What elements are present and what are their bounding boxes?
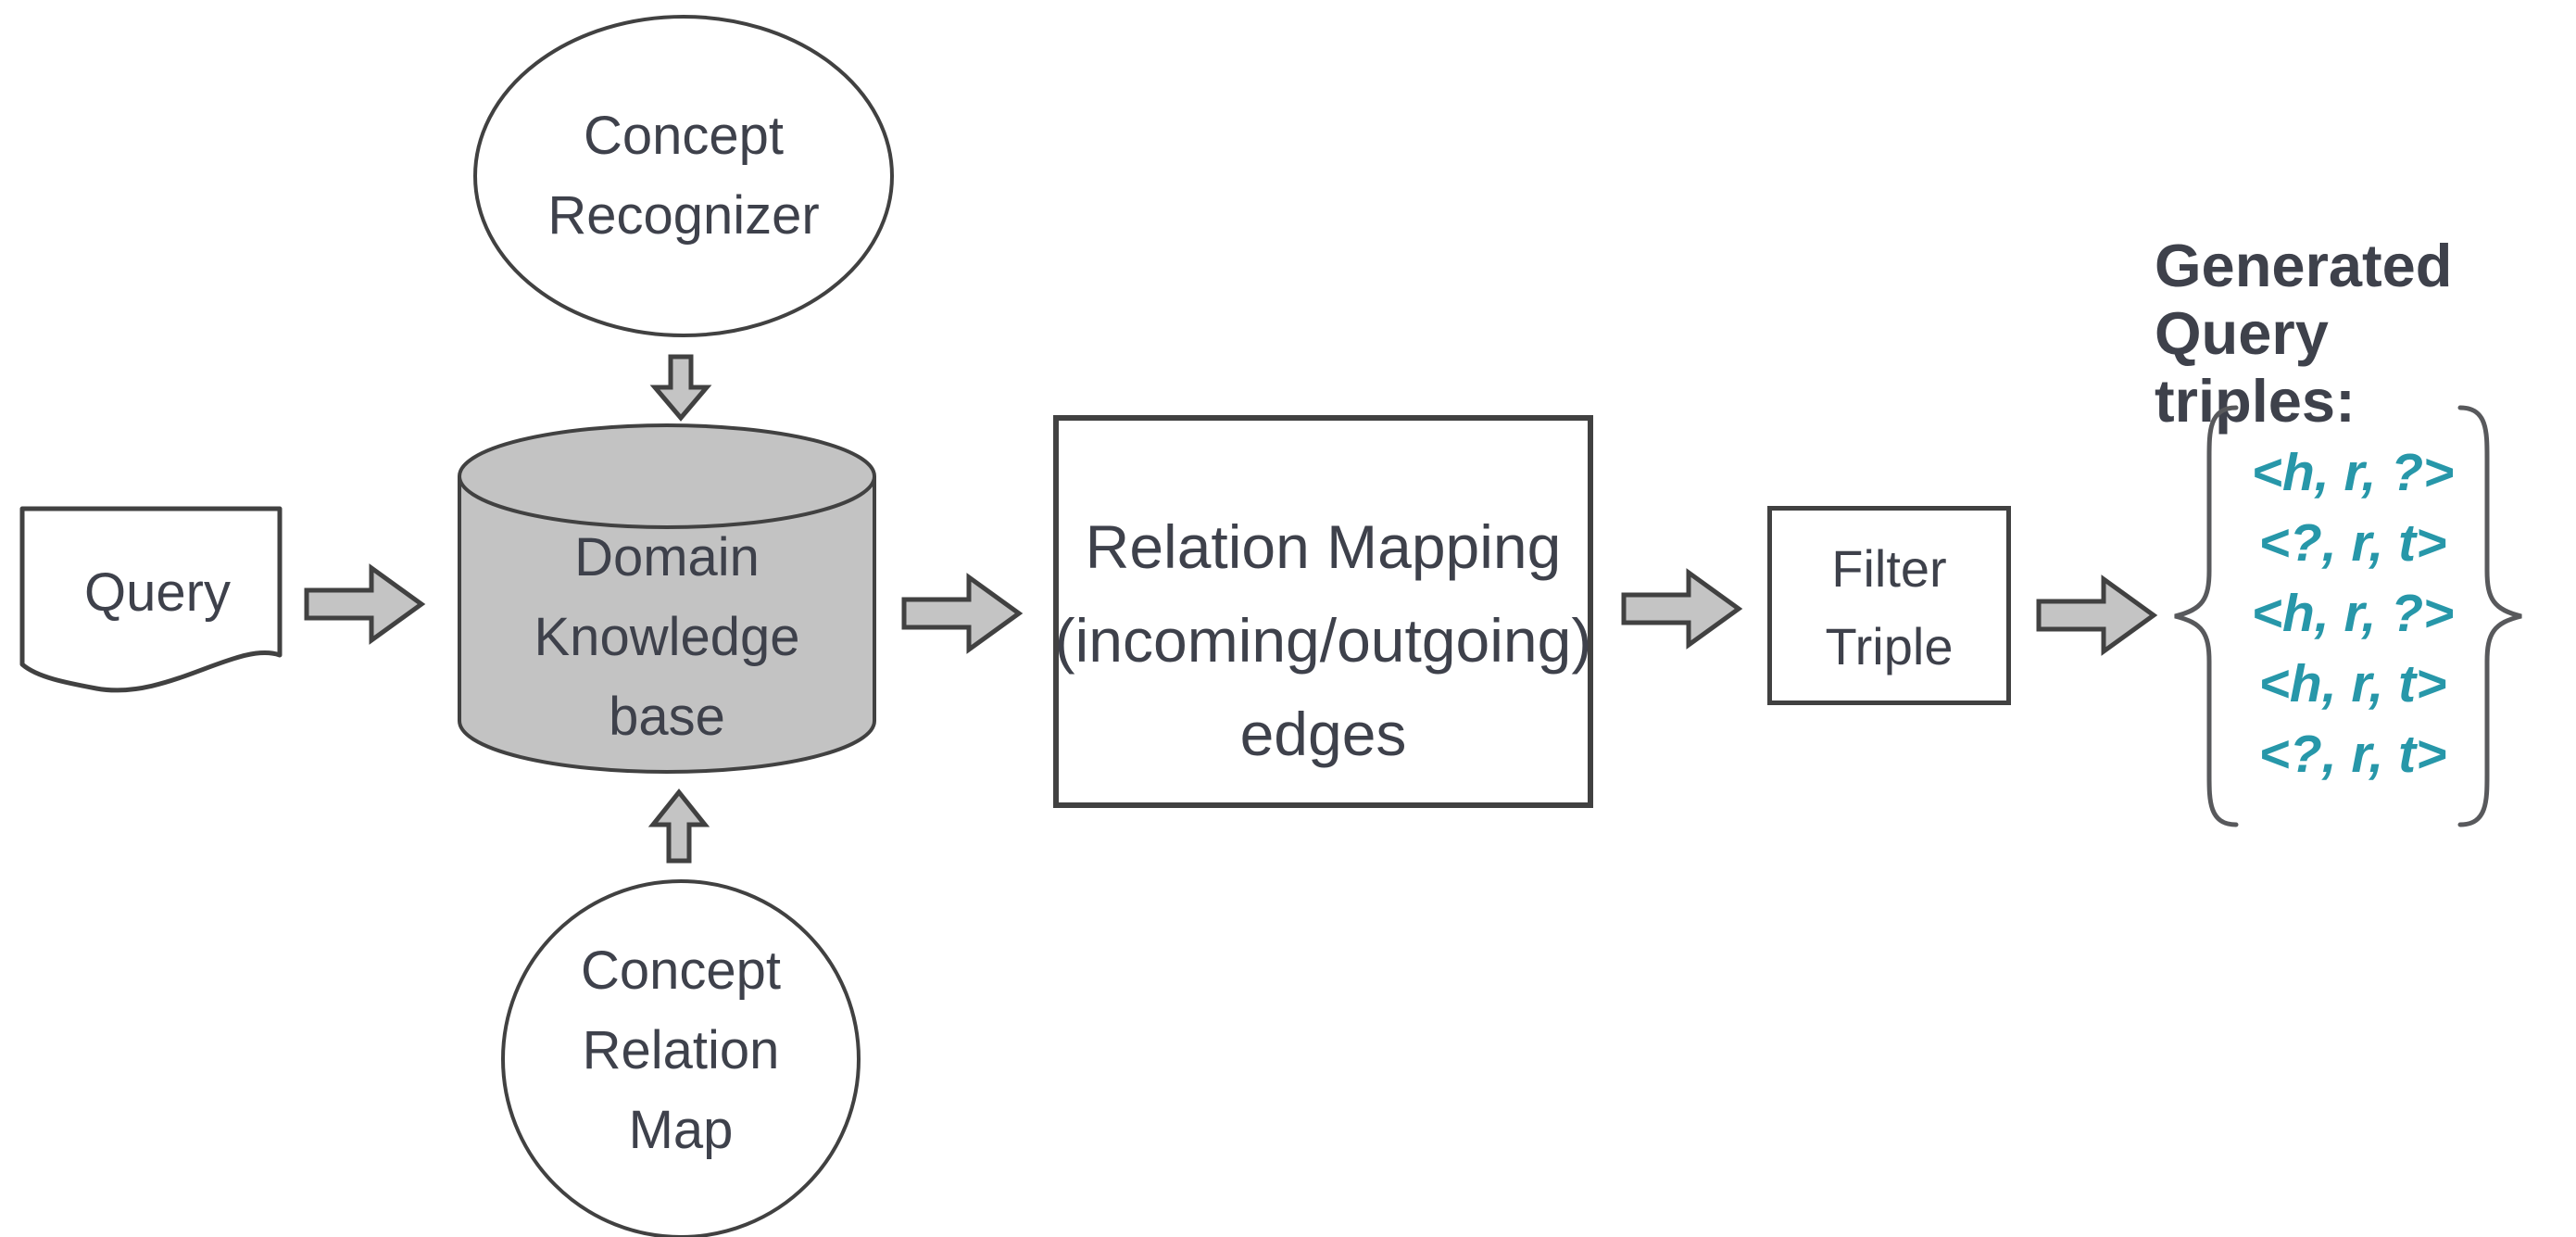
generated-triples-list: <h, r, ?> <?, r, t> <h, r, ?> <h, r, t> … [2214,437,2492,789]
filter-triple-shape [1767,506,2011,705]
arrow-concept-relation-map-to-knowledge-base [647,788,710,864]
triple-3: <h, r, ?> [2251,584,2455,643]
query-document-shape [19,506,283,693]
concept-relation-map-line2: Relation [582,1020,780,1080]
domain-kb-line2: Knowledge [534,606,800,667]
concept-recognizer-label: Concept Recognizer [471,13,897,339]
concept-relation-map-line1: Concept [580,940,782,1001]
triple-2: <?, r, t> [2258,513,2447,573]
concept-recognizer-line1: Concept [583,106,785,166]
triple-5: <?, r, t> [2258,725,2447,784]
left-curly-brace [2174,405,2239,827]
heading-line2: triples: [2155,367,2356,435]
filter-triple-line2: Triple [1825,616,1954,675]
triple-4: <h, r, t> [2258,654,2447,713]
concept-recognizer-line2: Recognizer [547,185,820,246]
generated-query-triples-heading: Generated Query triples: [2155,232,2576,435]
domain-kb-line1: Domain [574,526,760,587]
relation-mapping-line3: edges [1239,699,1407,768]
query-label-text: Query [84,562,231,623]
relation-mapping-line2: (incoming/outgoing) [1054,605,1592,675]
concept-relation-map-line3: Map [628,1100,734,1160]
filter-triple-line1: Filter [1831,538,1947,598]
domain-knowledge-base-shape [458,423,876,774]
filter-triple-label: Filter Triple [1767,508,2011,707]
concept-relation-map-shape [501,879,861,1237]
relation-mapping-line1: Relation Mapping [1085,511,1562,581]
query-node-label: Query [19,519,296,667]
concept-recognizer-shape [473,15,894,337]
relation-mapping-label: Relation Mapping (incoming/outgoing) edg… [1053,471,1593,810]
relation-mapping-shape [1053,415,1593,808]
concept-relation-map-label: Concept Relation Map [500,878,861,1223]
domain-knowledge-base-label: Domain Knowledge base [457,477,877,797]
arrow-filter-triple-to-generated-triples [2036,574,2158,656]
domain-kb-line3: base [609,686,725,747]
right-curly-brace [2457,405,2522,827]
arrow-query-to-knowledge-base [304,563,426,645]
arrow-knowledge-base-to-relation-mapping [901,573,1024,654]
triple-1: <h, r, ?> [2251,443,2455,502]
arrow-concept-recognizer-to-knowledge-base [649,354,712,422]
arrow-relation-mapping-to-filter-triple [1621,568,1743,650]
heading-line1: Generated Query [2155,232,2453,367]
